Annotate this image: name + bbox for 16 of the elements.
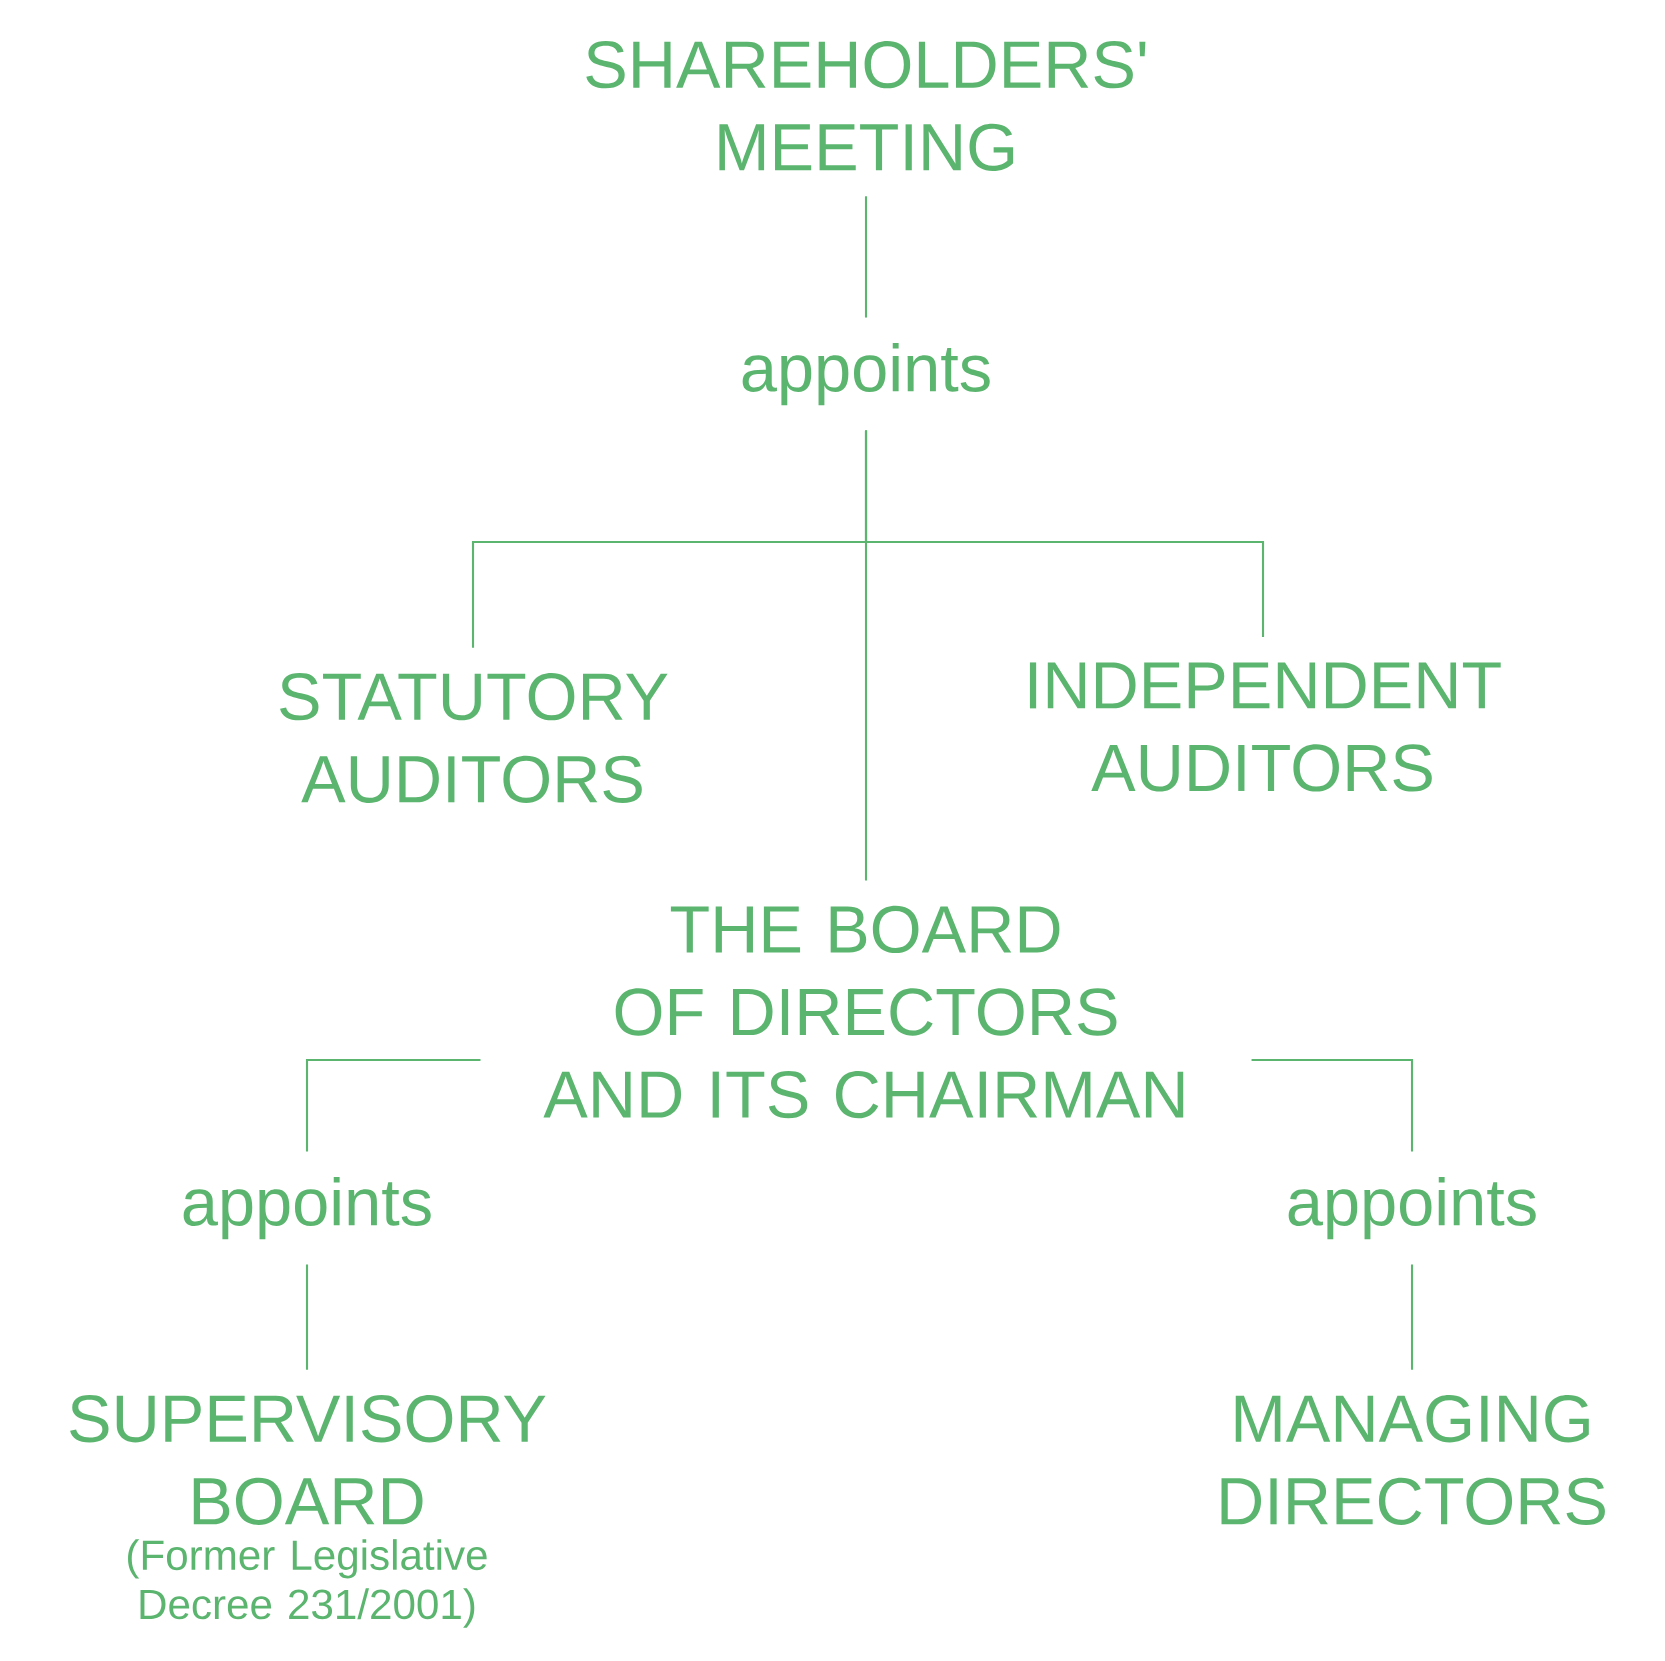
- connector-line: [1410, 1264, 1414, 1370]
- note-text: (Former Legislative Decree 231/2001): [128, 1539, 487, 1628]
- connector-line: [305, 1264, 309, 1370]
- connector-line: [864, 430, 868, 881]
- unit-label: SHAREHOLDERS' MEETING: [586, 41, 1146, 171]
- connector-line: [1251, 1058, 1414, 1152]
- action-label: appoints: [183, 1176, 431, 1240]
- action-label: appoints: [1288, 1176, 1536, 1240]
- unit-label: THE BOARD OF DIRECTORS AND ITS CHAIRMAN: [543, 905, 1184, 1119]
- action-label: appoints: [742, 342, 990, 406]
- unit-label: INDEPENDENT AUDITORS: [1029, 662, 1501, 792]
- unit-label: SUPERVISORY BOARD: [70, 1395, 546, 1525]
- connector-line: [864, 196, 868, 318]
- unit-label: MANAGING DIRECTORS: [1221, 1395, 1605, 1525]
- connector-line: [305, 1058, 481, 1152]
- unit-label: STATUTORY AUDITORS: [280, 673, 668, 803]
